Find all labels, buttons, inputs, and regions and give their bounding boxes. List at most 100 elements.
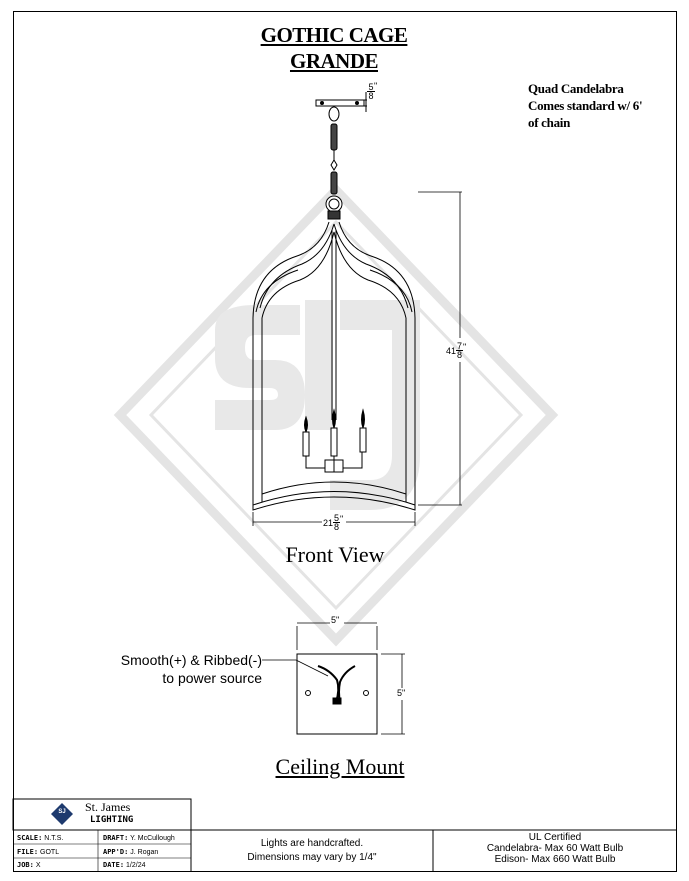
candle-sleeve-left [302,431,310,457]
canopy-screw-right [355,101,359,105]
cage-arch-right-detail [369,269,413,313]
mount-wire-smooth [317,665,340,703]
candelabra [302,408,367,473]
height-dimension [418,191,462,506]
certification-line3: Edison- Max 660 Watt Bulb [494,854,616,865]
job-value: X [35,862,41,869]
draft-label: DRAFT: [103,834,129,842]
chain-link-upper [330,123,338,151]
mount-wire-junction [332,697,342,705]
mount-width-dim: 5" [331,615,340,625]
width-dimension-label: 21 5 8 " [323,513,344,532]
canopy-dim-numerator: 5 [368,82,374,92]
wire-polarity-note: Smooth(+) & Ribbed(-) to power source [96,651,262,687]
mount-screw-hole-right [363,690,369,696]
chain-link-lower [330,171,338,195]
canopy-dimension-label: 5 8 [367,82,375,101]
fixture-cage [252,221,416,511]
height-dim-denominator: 8 [456,350,464,360]
scale-label: SCALE: [17,834,43,842]
width-dim-unit: " [340,514,344,524]
cage-gothic-arch [261,231,407,319]
date-field: DATE: 1/2/24 [103,861,146,869]
certification-line2: Candelabra- Max 60 Watt Bulb [486,843,624,854]
watermark-letters [215,300,420,510]
company-subtitle: LIGHTING [90,815,134,825]
drawing-title-line2: GRANDE [289,49,379,73]
height-dim-numerator: 7 [457,341,463,351]
draft-value: Y. McCullough [130,835,175,842]
handcrafted-note-line1: Lights are handcrafted. [260,838,364,849]
height-dimension-label: 41 7 8 " [446,341,467,360]
drawing-title-line1: GOTHIC CAGE [260,23,408,47]
ceiling-mount-plate [296,653,378,735]
flame-left [304,415,308,434]
chain-note-line2: Comes standard w/ 6' [528,98,643,113]
height-dim-whole: 41 [446,345,457,356]
width-dimension [252,512,416,526]
draft-field: DRAFT: Y. McCullough [103,834,175,842]
company-name: St. James [85,800,131,814]
drawing-sheet-border [13,11,677,872]
chain-ring-inner [328,198,340,210]
watermark-letter-j [330,300,420,510]
cage-arch-left-outer [252,221,330,319]
height-dim-unit: " [463,342,467,352]
canopy-plate [315,99,365,107]
certification-note: UL Certified Candelabra- Max 60 Watt Bul… [433,832,677,865]
date-value: 1/2/24 [126,862,146,869]
handcrafted-note-line2: Dimensions may vary by 1/4" [247,852,377,863]
width-dim-denominator: 8 [333,522,341,532]
file-value: GOTL [40,849,60,856]
canopy-dim-denominator: 8 [367,91,375,101]
ceiling-mount-drawing [262,622,405,735]
logo-text: SJ [58,809,66,815]
chain-note: Quad Candelabra Comes standard w/ 6' of … [528,80,643,131]
canopy-screw-left [320,101,324,105]
appd-value: J. Rogan [130,849,159,856]
flame-right [361,408,365,430]
appd-label: APP'D: [103,848,129,856]
cage-bottom-outer [252,491,416,506]
chain-hook [328,106,340,122]
mount-wire-ribbed [338,665,356,703]
cage-arch-left-detail [255,269,299,313]
candle-sleeve-center [330,427,338,457]
canopy [315,92,367,112]
job-field: JOB: X [17,861,40,869]
scale-value: N.T.S. [44,835,64,842]
flame-center [332,408,336,430]
wire-note-line2: to power source [162,670,262,686]
date-label: DATE: [103,861,125,869]
watermark-letter-s [215,305,305,430]
cage-arch-left-inner [259,223,335,309]
appd-field: APP'D: J. Rogan [103,848,158,856]
cage-arch-right-outer [338,221,416,319]
wire-note-leader-diagonal [295,659,329,677]
cage-bottom-edge [252,496,416,511]
front-view-label: Front View [285,542,385,567]
watermark-diamond-outer [113,183,559,647]
watermark-letter-bar [305,300,333,430]
job-label: JOB: [17,861,34,869]
wire-note-line1: Smooth(+) & Ribbed(-) [120,652,262,668]
fixture-loop-collar [327,210,341,220]
ceiling-mount-label: Ceiling Mount [275,754,405,779]
certification-line1: UL Certified [528,832,582,843]
cage-bottom-inner [261,481,407,495]
mount-screw-hole-left [305,690,311,696]
scale-field: SCALE: N.T.S. [17,834,63,842]
width-dim-whole: 21 [323,517,334,528]
file-label: FILE: [17,848,39,856]
mount-height-dim: 5" [397,688,406,698]
chain-note-line1: Quad Candelabra [528,81,624,96]
chain [325,106,343,220]
width-dim-numerator: 5 [334,513,340,523]
chain-note-line3: of chain [528,115,571,130]
cage-arch-right-inner [333,223,409,309]
handcrafted-note: Lights are handcrafted. Dimensions may v… [191,837,433,865]
candle-sleeve-right [359,427,367,453]
canopy-dim-unit: " [374,81,378,91]
chain-link-diamond [330,159,338,171]
